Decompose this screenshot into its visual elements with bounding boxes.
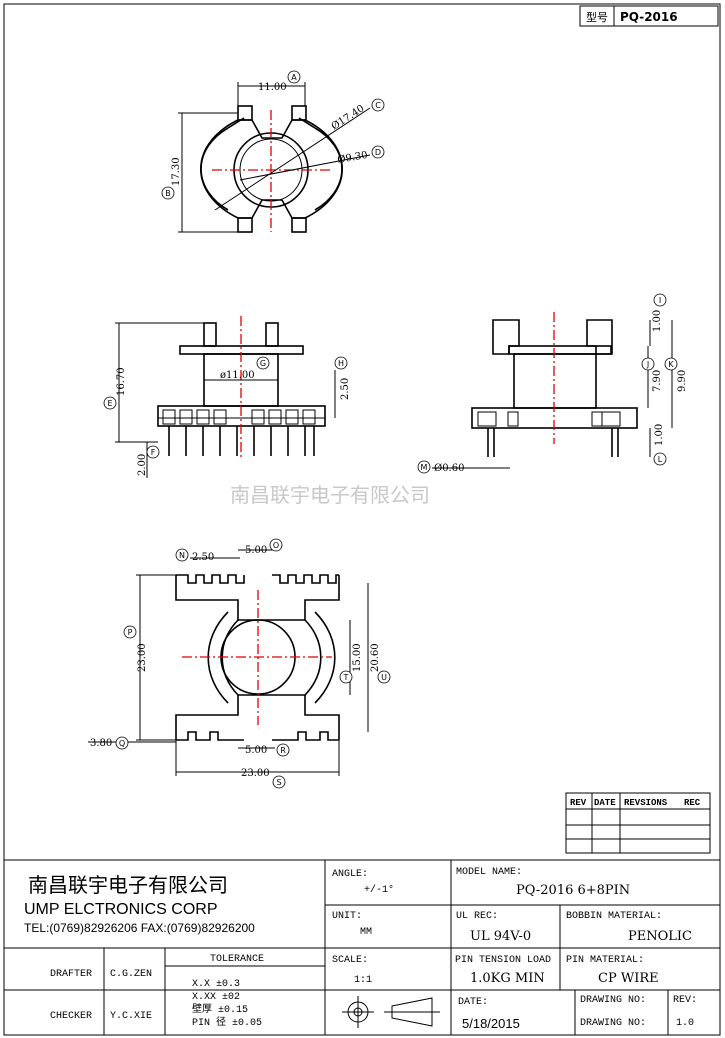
side-view: 1.00 7.90 9.90 1.00 Ø0.60 I J K L M bbox=[417, 293, 688, 474]
tolerance-line-4: PIN 径 ±0.05 bbox=[192, 1015, 262, 1029]
svg-text:L: L bbox=[658, 455, 663, 464]
ul-rec-value: UL 94V-0 bbox=[470, 929, 531, 944]
bottom-view: 2.50 5.00 23.00 15.00 20.60 3.80 5.00 23… bbox=[88, 538, 391, 789]
model-name-value: PQ-2016 6+8PIN bbox=[516, 883, 630, 898]
revision-table: REV DATE REVSIONS REC bbox=[565, 792, 711, 854]
pin-tension-value: 1.0KG MIN bbox=[470, 971, 545, 986]
svg-text:Q: Q bbox=[119, 739, 125, 748]
top-dim-height: 17.30 bbox=[171, 157, 182, 186]
svg-text:R: R bbox=[280, 746, 286, 755]
scale-value: 1:1 bbox=[354, 975, 372, 986]
unit-label: UNIT: bbox=[332, 911, 362, 922]
front-dim-height: 16.70 bbox=[116, 367, 127, 396]
tolerance-line-2: X.XX ±02 bbox=[192, 992, 240, 1003]
side-dim-top: 1.00 bbox=[652, 310, 663, 332]
checker-label: CHECKER bbox=[50, 1011, 92, 1022]
tolerance-line-1: X.X ±0.3 bbox=[192, 979, 240, 990]
top-dim-width: 11.00 bbox=[258, 82, 287, 93]
svg-text:K: K bbox=[668, 360, 674, 369]
angle-value: +/-1° bbox=[364, 884, 394, 896]
model-header-label: 型号 bbox=[586, 10, 608, 24]
pin-material-value: CP WIRE bbox=[598, 971, 659, 986]
drafter-value: C.G.ZEN bbox=[110, 969, 152, 980]
bottom-dim-gap-bottom: 5.00 bbox=[245, 745, 267, 756]
front-view: ø11.00 16.70 2.50 2.00 E F G H bbox=[103, 316, 351, 478]
company-name-en: UMP ELCTRONICS CORP bbox=[24, 901, 218, 918]
svg-text:P: P bbox=[128, 628, 133, 637]
side-dim-bottom: 1.00 bbox=[654, 424, 665, 446]
pin-tension-label: PIN TENSION LOAD bbox=[455, 955, 551, 966]
tolerance-line-3: 壁厚 ±0.15 bbox=[192, 1002, 248, 1016]
side-dim-pin-dia: Ø0.60 bbox=[434, 463, 464, 474]
rev-label: REV: bbox=[673, 995, 697, 1006]
svg-text:J: J bbox=[646, 360, 649, 369]
title-block: 南昌联宇电子有限公司 UMP ELCTRONICS CORP TEL:(0769… bbox=[3, 859, 721, 1036]
svg-text:G: G bbox=[260, 359, 266, 368]
model-name-label: MODEL NAME: bbox=[456, 867, 522, 878]
bottom-dim-inner: 15.00 bbox=[352, 643, 363, 672]
front-dim-pin: 2.00 bbox=[137, 454, 148, 476]
svg-text:M: M bbox=[421, 463, 428, 472]
model-header: 型号 PQ-2016 bbox=[579, 5, 719, 27]
bottom-dim-width: 23.00 bbox=[241, 768, 270, 779]
date-label: DATE: bbox=[458, 997, 488, 1008]
svg-text:S: S bbox=[276, 778, 281, 787]
bottom-dim-gap-top: 5.00 bbox=[245, 545, 267, 556]
rev-value: 1.0 bbox=[676, 1018, 694, 1029]
rev-header-rev: REV bbox=[570, 798, 587, 808]
drawing-no-label: DRAWING NO: bbox=[580, 995, 646, 1006]
rev-header-rec: REC bbox=[684, 798, 701, 808]
checker-value: Y.C.XIE bbox=[110, 1011, 152, 1022]
top-view: 11.00 17.30 Ø17.40 Ø9.30 A B C D bbox=[161, 70, 385, 233]
side-dim-mid: 7.90 bbox=[652, 370, 663, 392]
watermark: 南昌联宇电子有限公司 bbox=[230, 483, 430, 507]
pin-material-label: PIN MATERIAL: bbox=[566, 955, 644, 966]
side-dim-total: 9.90 bbox=[677, 370, 688, 392]
company-contact: TEL:(0769)82926206 FAX:(0769)82926200 bbox=[24, 921, 255, 935]
bottom-dim-slot: 20.60 bbox=[370, 643, 381, 672]
company-name-cn: 南昌联宇电子有限公司 bbox=[28, 873, 228, 897]
rev-header-date: DATE bbox=[594, 798, 616, 808]
scale-label: SCALE: bbox=[332, 955, 368, 966]
unit-value: MM bbox=[360, 927, 372, 938]
svg-text:U: U bbox=[381, 673, 387, 682]
svg-text:I: I bbox=[659, 296, 661, 305]
bottom-dim-height: 23.00 bbox=[137, 643, 148, 672]
ul-rec-label: UL REC: bbox=[456, 911, 498, 922]
top-dim-inner-dia: Ø9.30 bbox=[337, 150, 369, 166]
svg-text:B: B bbox=[165, 189, 171, 198]
bobbin-material-value: PENOLIC bbox=[628, 929, 692, 944]
svg-text:N: N bbox=[179, 551, 185, 560]
model-header-value: PQ-2016 bbox=[620, 10, 678, 24]
svg-text:D: D bbox=[375, 148, 381, 157]
drawing-no-label-2: DRAWING NO: bbox=[580, 1018, 646, 1029]
rev-header-revisions: REVSIONS bbox=[624, 798, 668, 808]
svg-text:O: O bbox=[273, 541, 279, 550]
bottom-dim-side: 3.80 bbox=[90, 738, 112, 749]
svg-text:C: C bbox=[375, 101, 381, 110]
bobbin-material-label: BOBBIN MATERIAL: bbox=[566, 911, 662, 922]
drafter-label: DRAFTER bbox=[50, 969, 92, 980]
bottom-dim-pitch: 2.50 bbox=[192, 552, 214, 563]
top-dim-outer-dia: Ø17.40 bbox=[330, 103, 367, 132]
tolerance-label: TOLERANCE bbox=[210, 954, 264, 965]
svg-text:A: A bbox=[291, 73, 297, 82]
svg-text:E: E bbox=[107, 399, 112, 408]
front-dim-flange: 2.50 bbox=[340, 378, 351, 400]
svg-text:H: H bbox=[338, 359, 344, 368]
svg-text:F: F bbox=[151, 448, 156, 457]
angle-label: ANGLE: bbox=[332, 869, 368, 880]
date-value: 5/18/2015 bbox=[462, 1016, 520, 1031]
svg-text:T: T bbox=[343, 673, 349, 682]
projection-symbol-icon bbox=[342, 996, 440, 1028]
front-dim-inner: ø11.00 bbox=[220, 370, 255, 381]
